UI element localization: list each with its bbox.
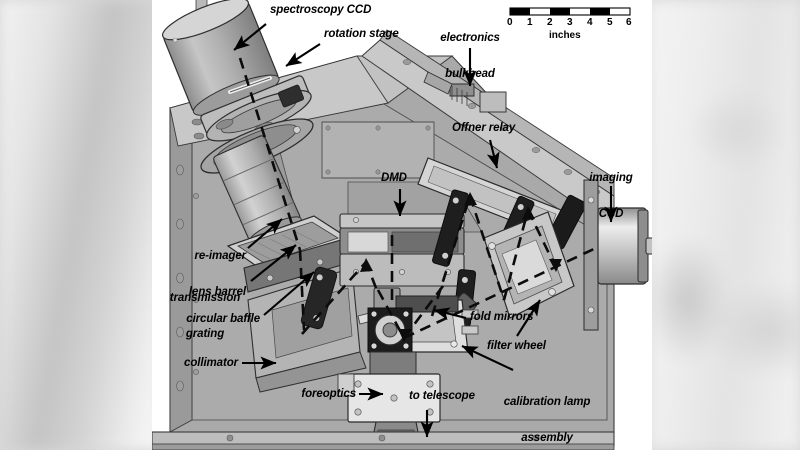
label-foreoptics: foreoptics [301,388,356,400]
scale-bar-svg [509,7,631,16]
label-dmd: DMD [381,172,407,184]
label-re-imager-line2: lens barrel [188,286,246,298]
fold-mirror [432,189,469,267]
beam-arrowheads [360,192,562,342]
label-grating-line1: transmission [169,292,241,304]
label-transmission-grating: transmission grating [160,268,250,364]
scale-bar: 0 1 2 3 4 5 6 inches [505,6,635,46]
scale-tick-3: 3 [567,17,573,28]
label-calibration-line1: calibration lamp [503,396,591,408]
label-fold-mirrors: fold mirrors [470,311,534,323]
scale-tick-6: 6 [626,17,632,28]
scale-tick-2: 2 [547,17,553,28]
label-imaging-ccd-line2: CCD [598,208,624,220]
backdrop-left-blur [0,0,160,450]
label-electronics-bulkhead: electronics bulkhead [418,8,522,104]
scale-unit-label: inches [549,30,581,41]
label-electronics-bulkhead-line1: electronics [440,32,500,44]
label-grating-line2: grating [185,328,225,340]
housing-fasteners [176,164,199,392]
scale-tick-0: 0 [507,17,513,28]
label-calibration-lamp-assembly: calibration lamp assembly [497,372,597,450]
label-imaging-ccd-line1: imaging [589,172,633,184]
imaging-ccd [583,179,652,331]
label-re-imager-line1: re-imager [194,250,246,262]
label-spectroscopy-ccd: spectroscopy CCD [270,4,372,16]
label-rotation-stage: rotation stage [324,28,399,40]
label-to-telescope: to telescope [409,390,475,402]
label-offner-relay: Offner relay [452,122,516,134]
instrument-diagram [152,0,652,450]
scale-tick-1: 1 [527,17,533,28]
scale-tick-5: 5 [607,17,613,28]
label-imaging-ccd: imaging CCD [578,148,644,244]
label-re-imager-lens-barrel: re-imager lens barrel [160,226,246,322]
label-collimator: collimator [184,357,238,369]
access-panel [321,121,435,179]
label-electronics-bulkhead-line2: bulkhead [445,68,495,80]
scale-tick-4: 4 [587,17,593,28]
backdrop-right-blur [648,0,800,450]
label-filter-wheel: filter wheel [487,340,546,352]
label-circular-baffle: circular baffle [186,313,260,325]
diagram-svg [152,0,652,450]
optical-beam-path [238,57,597,340]
label-calibration-line2: assembly [521,432,573,444]
base-plate [152,431,615,450]
